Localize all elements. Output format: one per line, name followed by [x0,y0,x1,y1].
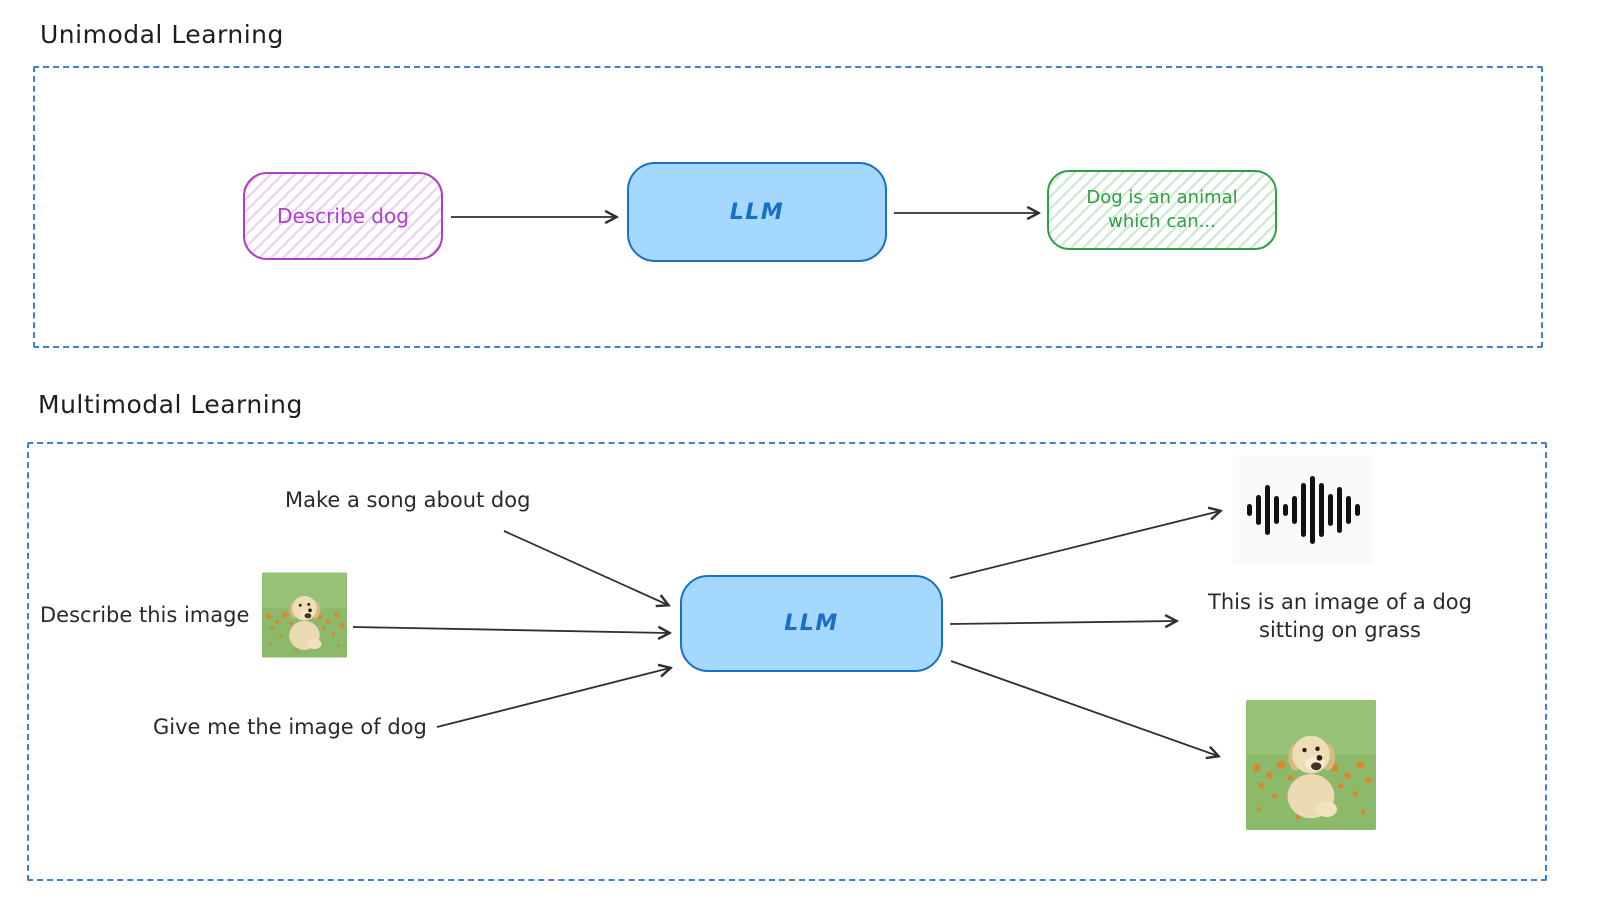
multimodal-frame [27,442,1547,881]
dog-photo [1246,700,1376,830]
unimodal-input-label: Describe dog [277,204,409,228]
waveform-bar [1336,487,1342,533]
unimodal-llm-node: LLM [627,162,887,262]
unimodal-output-node: Dog is an animal which can... [1047,170,1277,250]
dog-photo-output [1246,700,1376,830]
waveform-bar [1327,494,1333,526]
multimodal-llm-label: LLM [784,611,839,636]
waveform-bar [1291,496,1297,524]
audio-waveform-icon [1246,470,1360,550]
waveform-bar [1345,496,1351,524]
multimodal-section-title: Multimodal Learning [38,390,303,419]
waveform-bar [1300,483,1306,537]
unimodal-output-label: Dog is an animal which can... [1086,186,1238,232]
prompt-generate-image: Give me the image of dog [153,715,427,739]
waveform-bar [1264,485,1270,535]
prompt-make-song: Make a song about dog [285,488,531,512]
waveform-bar [1246,504,1252,516]
multimodal-llm-node: LLM [680,575,943,672]
waveform-bar [1255,495,1261,525]
audio-output-card [1233,455,1373,565]
prompt-describe-image: Describe this image [40,603,250,627]
unimodal-input-node: Describe dog [243,172,443,260]
unimodal-section-title: Unimodal Learning [40,20,284,49]
unimodal-frame [33,66,1543,348]
dog-photo [262,572,347,658]
waveform-bar [1309,476,1315,544]
waveform-bar [1318,483,1324,537]
waveform-bar [1282,504,1288,516]
text-output: This is an image of a dog sitting on gra… [1208,590,1472,643]
waveform-bar [1354,504,1360,516]
dog-photo-input [262,572,347,658]
waveform-bar [1273,496,1279,524]
unimodal-llm-label: LLM [729,199,785,225]
